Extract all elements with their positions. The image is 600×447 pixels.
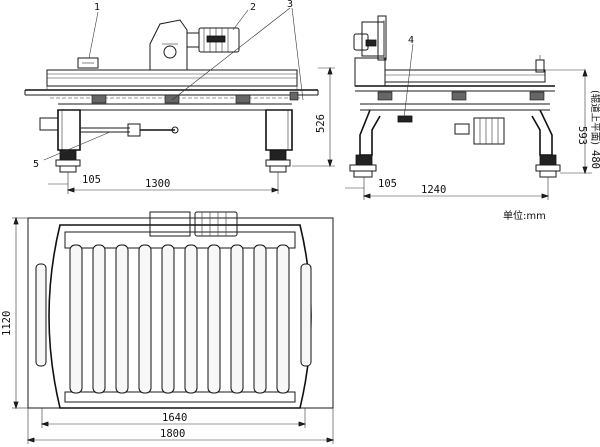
plan-table-outline [48,224,312,409]
side-elevation: 4 593 480 (辊道上平面) 1240 105 [345,15,600,200]
control-box [77,57,99,69]
drive-motor [198,27,240,53]
dim-plan-width-outer: 1800 [160,428,185,440]
callout-3: 3 [287,0,293,10]
dim-side-height-note: (辊道上平面) [589,90,600,145]
front-elevation: 526 1300 105 [24,19,335,194]
roller [276,244,290,394]
unit-label: 单位:mm [503,209,546,222]
side-motor-column [361,21,385,57]
roller [230,244,244,394]
front-callouts: 1 2 3 5 [33,0,304,170]
roller [92,244,106,394]
dim-side-offset: 105 [378,178,397,190]
front-left-leg [57,109,81,151]
roller [253,244,267,394]
callout-2: 2 [250,2,256,13]
dim-front-height: 526 [315,114,327,133]
side-left-leg [359,109,381,156]
callout-1: 1 [94,2,100,13]
dim-front-offset: 105 [82,174,101,186]
callout-4: 4 [408,35,414,46]
roller [138,244,152,394]
plan-drive-beam [64,231,296,249]
hydraulic-unit [473,117,505,145]
dim-plan-width-inner: 1640 [162,412,187,424]
plan-rollers [69,244,290,394]
roller [184,244,198,394]
roller [69,244,83,394]
front-feet [55,149,291,173]
plan-right-guide [300,263,312,367]
roller [115,244,129,394]
roller [207,244,221,394]
callout-5: 5 [33,159,39,170]
plan-motor [194,211,238,237]
side-right-leg [531,109,553,156]
dim-side-span: 1240 [421,184,446,196]
dim-side-height-total: 593 [576,126,588,145]
front-bearing-blocks [91,91,299,104]
dim-front-span: 1300 [145,178,170,190]
side-roller-deck [384,69,546,83]
plan-bottom-beam [64,391,296,403]
roller [161,244,175,394]
plan-view: 1120 1640 1800 [1,211,335,444]
dim-plan-depth: 1120 [1,311,13,336]
plan-gearbox [149,211,191,237]
dim-side-height-roller: 480 [589,150,600,169]
plan-left-guide [35,263,47,367]
gearbox-housing [149,19,188,70]
lift-cylinder [39,117,59,131]
